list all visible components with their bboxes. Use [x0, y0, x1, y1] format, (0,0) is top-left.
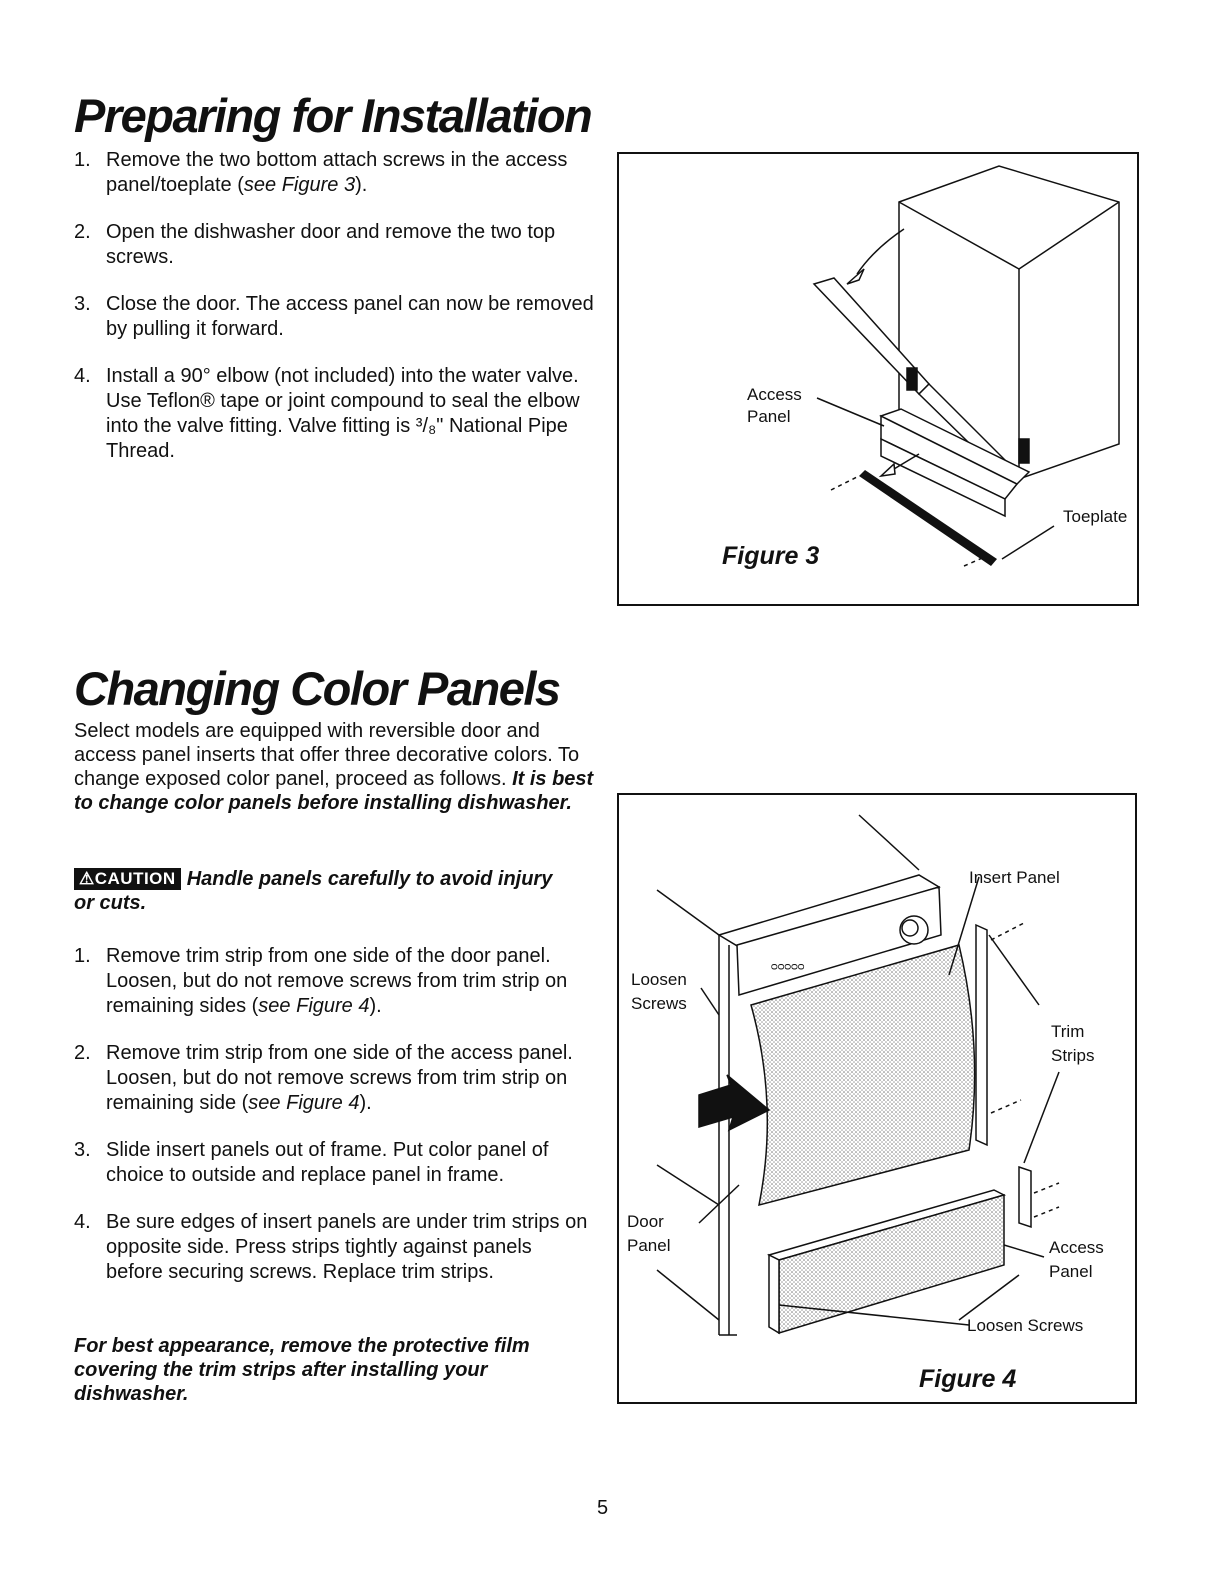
figure4-label-access: Access: [1049, 1238, 1104, 1257]
list-item: 3. Slide insert panels out of frame. Put…: [74, 1139, 549, 1186]
figure4-label-trim: Trim: [1051, 1022, 1084, 1041]
figure4-label-access-panel: Panel: [1049, 1262, 1092, 1281]
figure4-label-loosen: Loosen: [631, 970, 687, 989]
list-item: 3. Close the door. The access panel can …: [74, 293, 594, 340]
figure-4-illustration: ᴑᴑᴑᴑᴑ: [627, 814, 1104, 1393]
figure4-label-door-panel: Panel: [627, 1236, 670, 1255]
intro-paragraph: Select models are equipped with reversib…: [74, 720, 594, 814]
figure3-label-toeplate: Toeplate: [1063, 507, 1127, 526]
closing-note: For best appearance, remove the protecti…: [74, 1335, 530, 1405]
list-item: 4. Install a 90° elbow (not included) in…: [74, 365, 580, 462]
caution-badge: ⚠CAUTION: [74, 868, 181, 890]
figure4-label-insert-panel: Insert Panel: [969, 868, 1060, 887]
figure-3: Access Panel Toeplate Figure 3: [617, 152, 1139, 606]
figure4-label-door: Door: [627, 1212, 664, 1231]
list-item: 2. Open the dishwasher door and remove t…: [74, 221, 556, 268]
figure4-label-strips: Strips: [1051, 1046, 1094, 1065]
svg-text:ᴑᴑᴑᴑᴑ: ᴑᴑᴑᴑᴑ: [771, 961, 805, 973]
section-title-preparing: Preparing for Installation: [74, 89, 593, 142]
figure-4: ᴑᴑᴑᴑᴑ: [617, 793, 1137, 1404]
section-title-changing-color-panels: Changing Color Panels: [74, 662, 561, 715]
figure4-label-screws: Screws: [631, 994, 687, 1013]
figure-3-illustration: Access Panel Toeplate Figure 3: [722, 165, 1127, 570]
figure4-caption: Figure 4: [919, 1365, 1016, 1393]
list-item: 2. Remove trim strip from one side of th…: [74, 1042, 573, 1114]
color-panel-steps: 1. Remove trim strip from one side of th…: [74, 944, 594, 1307]
list-item: 1. Remove the two bottom attach screws i…: [74, 149, 568, 196]
figure4-label-loosen-screws: Loosen Screws: [967, 1316, 1083, 1335]
list-item: 1. Remove trim strip from one side of th…: [74, 945, 568, 1017]
page-number: 5: [597, 1497, 609, 1519]
figure3-label-panel: Panel: [747, 407, 790, 426]
list-item: 4. Be sure edges of insert panels are un…: [74, 1211, 588, 1283]
installation-steps: 1. Remove the two bottom attach screws i…: [74, 148, 594, 486]
figure3-caption: Figure 3: [722, 542, 819, 570]
figure3-label-access: Access: [747, 385, 802, 404]
